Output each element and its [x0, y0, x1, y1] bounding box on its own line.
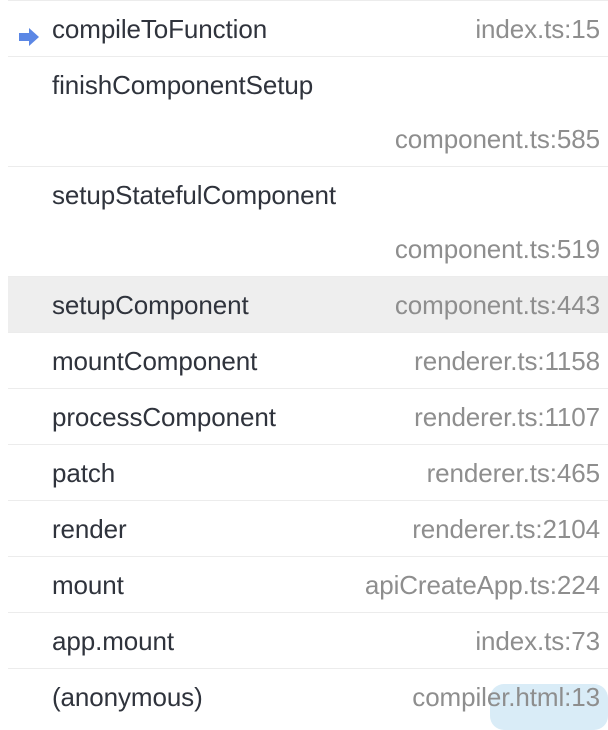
- frame-source-location[interactable]: renderer.ts:1158: [414, 346, 600, 376]
- frame-source-location[interactable]: component.ts:585: [394, 124, 600, 154]
- frame-source-location[interactable]: renderer.ts:2104: [412, 514, 600, 544]
- call-stack-frame[interactable]: app.mount index.ts:73: [8, 613, 608, 669]
- frame-row-content: patch renderer.ts:465: [52, 445, 600, 500]
- frame-function-name: setupComponent: [52, 290, 249, 320]
- frame-function-name: app.mount: [52, 626, 174, 656]
- call-stack-frame[interactable]: finishComponentSetup component.ts:585: [8, 57, 608, 167]
- frame-function-name: render: [52, 514, 127, 544]
- frame-row-content: finishComponentSetup component.ts:585: [52, 57, 600, 166]
- frame-source-location[interactable]: component.ts:443: [394, 290, 600, 320]
- frame-row-content: render renderer.ts:2104: [52, 501, 600, 556]
- frame-row-content: mountComponent renderer.ts:1158: [52, 333, 600, 388]
- frame-source-location[interactable]: renderer.ts:1107: [414, 402, 600, 432]
- frame-source-location[interactable]: index.ts:73: [475, 626, 600, 656]
- call-stack-frame[interactable]: mount apiCreateApp.ts:224: [8, 557, 608, 613]
- frame-function-name: mountComponent: [52, 346, 258, 376]
- call-stack-frame[interactable]: render renderer.ts:2104: [8, 501, 608, 557]
- frame-row-content: setupStatefulComponent component.ts:519: [52, 167, 600, 276]
- frame-source-location[interactable]: renderer.ts:465: [426, 458, 601, 488]
- frame-function-name: processComponent: [52, 402, 276, 432]
- current-frame-arrow-icon: [18, 27, 40, 47]
- frame-function-name: mount: [52, 570, 124, 600]
- frame-source-location[interactable]: compiler.html:13: [412, 682, 600, 712]
- frame-row-content: setupComponent component.ts:443: [52, 277, 600, 332]
- call-stack-frame[interactable]: (anonymous) compiler.html:13: [8, 669, 608, 730]
- frame-function-name: setupStatefulComponent: [52, 180, 336, 210]
- call-stack-list: compileToFunction index.ts:15 finishCompon…: [8, 0, 608, 730]
- frame-source-location[interactable]: component.ts:519: [394, 234, 600, 264]
- call-stack-panel: compileToFunction index.ts:15 finishCompon…: [8, 0, 608, 730]
- call-stack-frame[interactable]: compileToFunction index.ts:15: [8, 1, 608, 57]
- frame-row-content: (anonymous) compiler.html:13: [52, 669, 600, 724]
- call-stack-frame[interactable]: patch renderer.ts:465: [8, 445, 608, 501]
- frame-row-content: compileToFunction index.ts:15: [52, 1, 600, 56]
- frame-row-content: processComponent renderer.ts:1107: [52, 389, 600, 444]
- frame-function-name: (anonymous): [52, 682, 203, 712]
- frame-function-name: compileToFunction: [52, 14, 268, 44]
- frame-row-content: mount apiCreateApp.ts:224: [52, 557, 600, 612]
- frame-function-name: finishComponentSetup: [52, 70, 314, 100]
- frame-source-location[interactable]: index.ts:15: [475, 14, 600, 44]
- frame-source-location[interactable]: apiCreateApp.ts:224: [364, 570, 600, 600]
- call-stack-frame[interactable]: setupStatefulComponent component.ts:519: [8, 167, 608, 277]
- call-stack-frame[interactable]: processComponent renderer.ts:1107: [8, 389, 608, 445]
- frame-row-content: app.mount index.ts:73: [52, 613, 600, 668]
- call-stack-frame[interactable]: setupComponent component.ts:443: [8, 277, 608, 333]
- frame-function-name: patch: [52, 458, 116, 488]
- call-stack-frame[interactable]: mountComponent renderer.ts:1158: [8, 333, 608, 389]
